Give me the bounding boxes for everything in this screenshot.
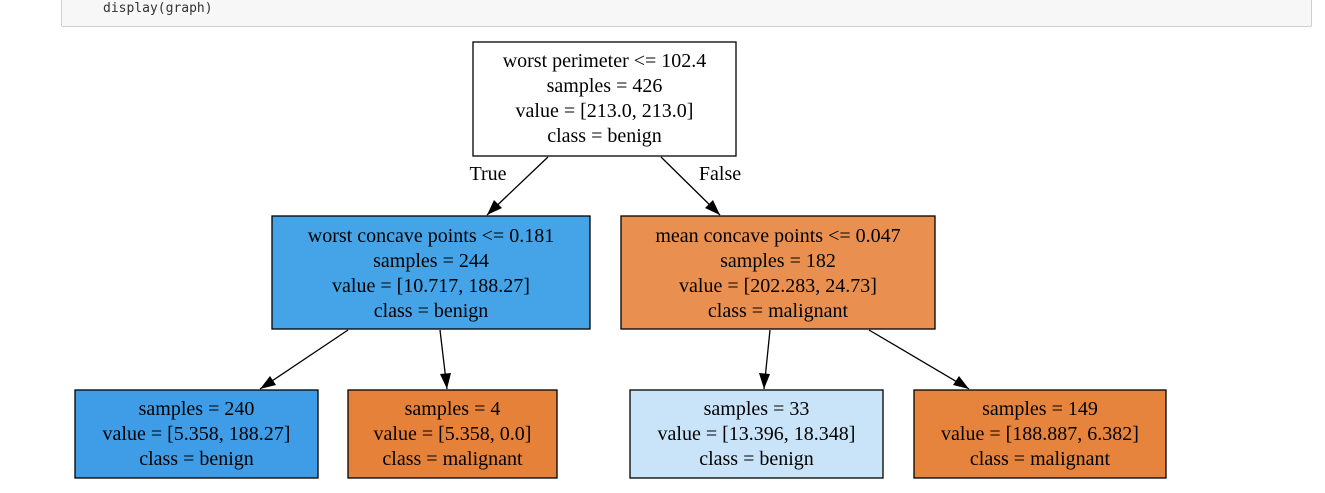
tree-edges bbox=[259, 156, 970, 390]
node-line-class: class = malignant bbox=[382, 448, 523, 470]
edge-root-left-arrowhead bbox=[487, 200, 502, 215]
node-box bbox=[913, 389, 1167, 479]
node-line-class: class = malignant bbox=[970, 448, 1111, 470]
node-line-samples: samples = 240 bbox=[139, 398, 255, 420]
node-line-samples: samples = 149 bbox=[982, 398, 1098, 420]
tree-node-left: worst concave points <= 0.181 samples = … bbox=[271, 215, 591, 330]
code-line: display(graph) bbox=[103, 1, 213, 16]
edge-right-leaf-rr-arrowhead bbox=[953, 376, 969, 389]
node-line-class: class = malignant bbox=[708, 300, 849, 322]
tree-node-root: worst perimeter <= 102.4 samples = 426 v… bbox=[472, 41, 737, 157]
code-cell[interactable]: display(graph) bbox=[61, 0, 1312, 27]
edge-left-leaf-lr-arrowhead bbox=[440, 373, 451, 389]
node-box bbox=[620, 215, 936, 330]
tree-leaf-rr: samples = 149 value = [188.887, 6.382] c… bbox=[913, 389, 1167, 479]
tree-leaf-ll: samples = 240 value = [5.358, 188.27] cl… bbox=[74, 389, 319, 479]
node-line-value: value = [213.0, 213.0] bbox=[516, 100, 694, 122]
node-box bbox=[472, 41, 737, 157]
node-line-class: class = benign bbox=[699, 448, 814, 470]
node-box bbox=[74, 389, 319, 479]
edge-right-leaf-rr bbox=[868, 329, 970, 390]
edge-label-true: True bbox=[469, 163, 506, 185]
node-line-value: value = [5.358, 0.0] bbox=[374, 423, 532, 445]
node-box bbox=[347, 389, 558, 479]
edge-label-false: False bbox=[699, 163, 741, 185]
node-line-samples: samples = 244 bbox=[373, 250, 489, 272]
node-line-split: worst concave points <= 0.181 bbox=[308, 225, 554, 247]
node-line-value: value = [5.358, 188.27] bbox=[103, 423, 291, 445]
tree-leaf-lr: samples = 4 value = [5.358, 0.0] class =… bbox=[347, 389, 558, 479]
node-box bbox=[271, 215, 591, 330]
node-line-class: class = benign bbox=[374, 300, 489, 322]
node-line-samples: samples = 182 bbox=[720, 250, 836, 272]
edge-root-right-arrowhead bbox=[705, 200, 720, 215]
node-line-value: value = [188.887, 6.382] bbox=[941, 423, 1139, 445]
node-line-value: value = [13.396, 18.348] bbox=[658, 423, 856, 445]
node-line-value: value = [10.717, 188.27] bbox=[332, 275, 530, 297]
node-line-class: class = benign bbox=[547, 125, 662, 147]
node-line-samples: samples = 426 bbox=[547, 75, 663, 97]
node-line-samples: samples = 4 bbox=[405, 398, 501, 420]
node-line-split: worst perimeter <= 102.4 bbox=[503, 50, 707, 72]
tree-node-right: mean concave points <= 0.047 samples = 1… bbox=[620, 215, 936, 330]
node-line-split: mean concave points <= 0.047 bbox=[655, 225, 900, 247]
node-box bbox=[629, 389, 884, 479]
node-line-class: class = benign bbox=[139, 448, 254, 470]
edge-left-leaf-ll bbox=[259, 329, 349, 390]
node-line-samples: samples = 33 bbox=[704, 398, 810, 420]
edge-left-leaf-ll-arrowhead bbox=[260, 376, 276, 389]
edge-right-leaf-rl-arrowhead bbox=[759, 373, 770, 389]
tree-leaf-rl: samples = 33 value = [13.396, 18.348] cl… bbox=[629, 389, 884, 479]
node-line-value: value = [202.283, 24.73] bbox=[679, 275, 877, 297]
